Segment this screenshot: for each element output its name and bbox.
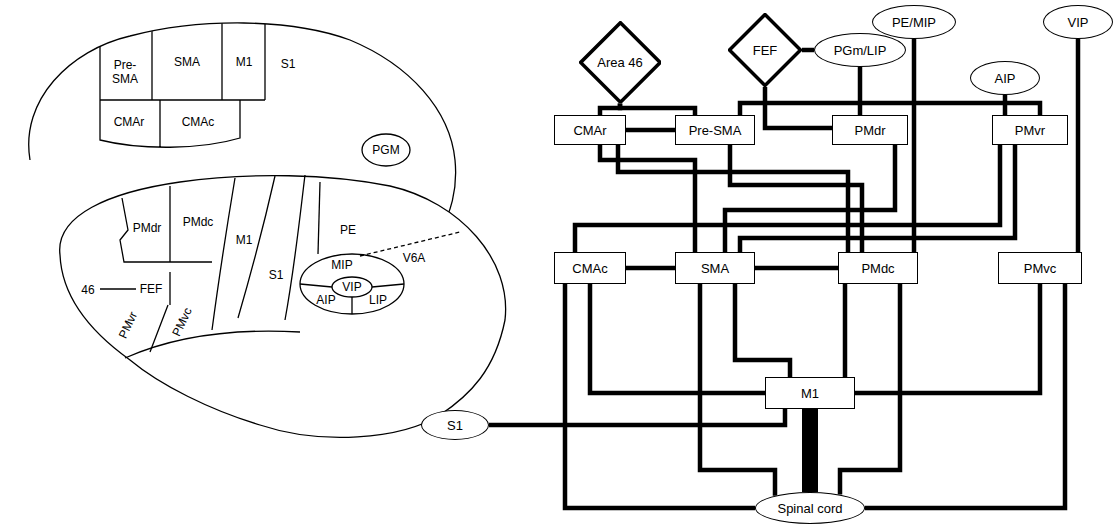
area-name: AIP [995, 71, 1016, 86]
area-oval: PE/MIP [872, 5, 956, 39]
region-label: M1 [236, 55, 253, 69]
connection-line [912, 39, 917, 252]
region-label: S1 [281, 57, 296, 71]
region-label: FEF [140, 282, 163, 296]
connection-line [600, 103, 620, 115]
area-diamond: FEF [728, 13, 802, 87]
region-label: PGM [372, 143, 399, 157]
diamond-shape [580, 22, 660, 102]
leader-line [100, 288, 136, 289]
cingulate-border [100, 100, 240, 147]
postcentral-border [285, 175, 305, 320]
area-oval: PGm/LIP [814, 33, 906, 67]
region-label: VIP [342, 280, 361, 294]
area-name: SMA [701, 261, 729, 276]
region-label: S1 [269, 268, 284, 282]
region-label: PMdc [183, 215, 214, 229]
area-box: M1 [765, 377, 855, 409]
connection-line [755, 266, 838, 271]
area-border [100, 10, 265, 100]
connection-line [565, 284, 755, 508]
area-name: M1 [801, 386, 819, 401]
area-name: PE/MIP [892, 15, 936, 30]
area-box: SMA [675, 252, 755, 284]
connection-line [700, 284, 775, 496]
area-oval: S1 [421, 410, 489, 440]
lateral-view [60, 175, 506, 437]
region-label: V6A [403, 251, 426, 265]
region-label: PE [340, 223, 356, 237]
area-diamond: Area 46 [579, 21, 662, 104]
region-label: CMAr [114, 115, 145, 129]
area-box: PMdc [838, 252, 918, 284]
area-name: PMdr [854, 123, 885, 138]
area-box: Pre-SMA [675, 115, 755, 145]
central-sulcus [238, 176, 275, 318]
connection-line [802, 48, 814, 53]
diamond-shape [729, 14, 800, 85]
area-box: PMvr [992, 115, 1068, 145]
area-name: CMAc [572, 261, 607, 276]
connection-line [600, 145, 695, 252]
connection-line [740, 145, 1015, 252]
area-oval: Spinal cord [755, 492, 865, 524]
medial-area-borders [100, 10, 265, 100]
connection-line [626, 128, 675, 133]
area-oval: VIP [1043, 5, 1113, 39]
connection-line [855, 284, 1040, 393]
region-label: M1 [236, 233, 253, 247]
region-label: MIP [331, 258, 352, 272]
area-name: Area 46 [597, 55, 643, 70]
region-label: PMdr [133, 221, 162, 235]
pe-border [318, 182, 320, 254]
area-name: VIP [1068, 15, 1089, 30]
connection-line [740, 103, 1040, 115]
area-name: FEF [753, 43, 778, 58]
area-name: Spinal cord [777, 501, 842, 516]
area-box: PMdr [832, 115, 908, 145]
connection-line [735, 284, 790, 377]
connection-line [865, 284, 1065, 508]
region-label: PMvr [116, 309, 141, 340]
lateral-outline [60, 176, 506, 438]
connection-line [765, 87, 832, 128]
area-box: PMvc [998, 252, 1082, 284]
sylvian-fissure [125, 331, 300, 358]
connection-line [802, 409, 818, 492]
area-box: CMAr [554, 115, 626, 145]
connection-line [590, 284, 765, 393]
area-oval: AIP [970, 61, 1040, 95]
pmd-border [169, 186, 170, 262]
connection-line [858, 67, 863, 115]
region-label: SMA [174, 55, 200, 69]
region-label: 46 [81, 283, 94, 297]
area-name: CMAr [573, 123, 606, 138]
region-label: AIP [316, 293, 335, 307]
area-name: PMvr [1015, 123, 1045, 138]
connection-line [626, 266, 675, 271]
region-label: LIP [369, 293, 387, 307]
connection-line [843, 284, 848, 377]
connection-line [620, 103, 695, 115]
area-box: CMAc [554, 252, 626, 284]
area-name: Pre-SMA [689, 123, 742, 138]
region-label: CMAc [182, 115, 215, 129]
vip-outline [332, 277, 372, 297]
connection-line [489, 409, 785, 425]
pgm-outline [362, 134, 410, 166]
area-name: PMdc [861, 261, 894, 276]
premotor-border [120, 198, 212, 262]
precentral-border [212, 178, 235, 330]
area-name: PMvc [1024, 261, 1057, 276]
area-name: S1 [447, 418, 463, 433]
area-name: PGm/LIP [834, 43, 887, 58]
connection-line [1076, 39, 1081, 252]
region-label: PMvc [169, 305, 194, 338]
region-label: Pre-SMA [107, 58, 143, 86]
intraparietal-outline [300, 254, 404, 314]
